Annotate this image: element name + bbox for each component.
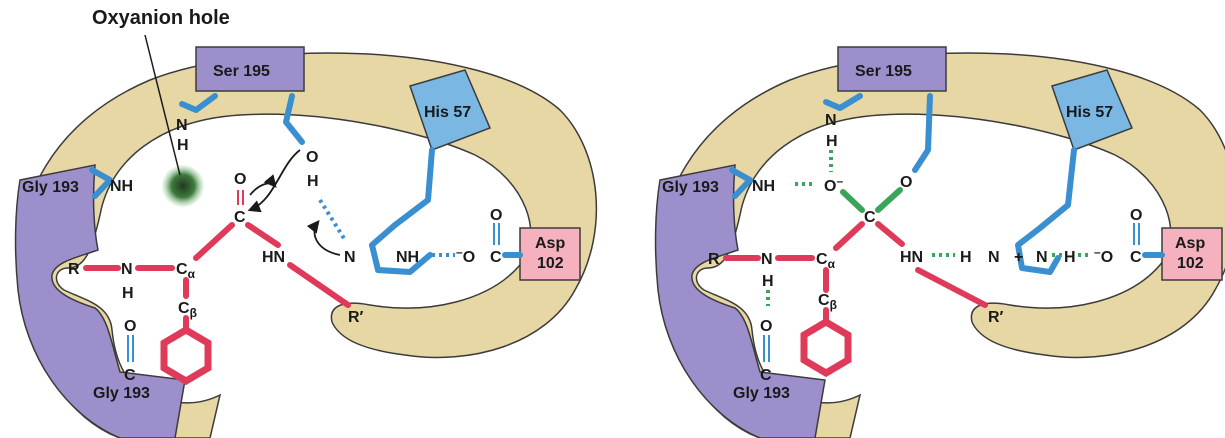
asp-box-left (519, 227, 581, 281)
ser-box-left (195, 46, 305, 92)
ser-o-atom-right: O (900, 174, 912, 191)
left-panel: Oxyanion hole Ser 195 His 57 Gly 193 Gly… (14, 7, 598, 438)
phenyl-ring-left (160, 325, 212, 386)
his-nh-atom-left: NH (396, 249, 419, 266)
ser-h-atom-left: H (177, 137, 189, 154)
asp-label-line2-left: 102 (537, 255, 564, 272)
oxyanion-hole-marker (162, 165, 204, 207)
ser-nh-link-left (179, 93, 218, 113)
sub-h-atom-right: H (762, 273, 774, 290)
cbeta-atom-right: Cβ (818, 292, 837, 312)
rprime-atom-left: R′ (348, 309, 364, 326)
his-box-left (409, 69, 491, 151)
rprime-atom-right: R′ (988, 309, 1004, 326)
gly-o-atom-left: O (124, 318, 136, 335)
his-label-right: His 57 (1066, 104, 1113, 121)
gly-c-atom-left: C (124, 367, 136, 384)
his-imidazole-left (369, 147, 435, 275)
hn-rprime-bond-right (915, 267, 988, 308)
oxyanion-pointer (144, 34, 181, 176)
hn-rprime-bond-left (287, 262, 351, 308)
asp-o-minus-left: –O (456, 245, 475, 266)
gly-nh-link-left (89, 167, 113, 199)
ser-h2-atom-left: H (307, 173, 319, 190)
ser-n-atom-right: N (825, 112, 837, 129)
his-label-left: His 57 (424, 104, 471, 121)
gly-bottom-label-left: Gly 193 (93, 385, 150, 402)
asp-c-atom-left: C (490, 249, 502, 266)
gly-nh-link-right (729, 167, 753, 199)
gly-o-atom-right: O (760, 318, 772, 335)
right-panel: Ser 195 His 57 Gly 193 Gly 193 Asp 102 N… (654, 46, 1225, 438)
title-oxyanion-hole: Oxyanion hole (92, 7, 230, 29)
carbonyl-o-atom-left: O (234, 171, 246, 188)
r-atom-left: R (68, 261, 80, 278)
cbeta-atom-left: Cβ (178, 300, 197, 320)
electron-arrow-1 (247, 149, 301, 213)
sub-n-atom-right: N (761, 251, 773, 268)
enzyme-body-left (17, 52, 598, 438)
c-hn-bond-right (875, 221, 905, 247)
sub-n-atom-left: N (121, 261, 133, 278)
his-n1-atom-right: N (988, 249, 1000, 266)
gly-nh-atom-right: NH (752, 178, 775, 195)
tetrahedral-c-atom-right: C (864, 209, 876, 226)
asp-c-atom-right: C (1130, 249, 1142, 266)
asp-o-minus-right: –O (1094, 245, 1113, 266)
asp-label-line2-right: 102 (1177, 255, 1204, 272)
c-o-minus-bond-right (840, 189, 865, 213)
ser-label-right: Ser 195 (855, 63, 912, 80)
his-box-right (1051, 69, 1133, 151)
his-h2-atom-right: H (1064, 249, 1076, 266)
oxyanion-o-atom-right: O– (824, 174, 843, 195)
gly-side-label-right: Gly 193 (662, 179, 719, 196)
his-n2-atom-right: N (1036, 249, 1048, 266)
calpha-atom-left: Cα (176, 261, 196, 281)
ser-n-atom-left: N (176, 117, 188, 134)
his-n1-atom-left: N (344, 249, 356, 266)
asp-o-atom-left: O (490, 207, 502, 224)
calpha-c-bond-left (193, 222, 235, 261)
hn-atom-right: HN (900, 249, 923, 266)
gly-nh-atom-left: NH (110, 178, 133, 195)
ser-nh-link-right (823, 93, 863, 111)
phenyl-ring-right (800, 317, 852, 378)
ser-o-link-right (912, 93, 933, 173)
r-atom-right: R (708, 251, 720, 268)
c-hn-bond-left (245, 222, 281, 248)
his-hbond-left (318, 198, 347, 242)
gly-c-atom-right: C (760, 367, 772, 384)
ser-oh-link-left (283, 93, 305, 145)
enzyme-body-right (657, 52, 1225, 438)
ser-label-left: Ser 195 (213, 63, 270, 80)
asp-label-line1-right: Asp (1175, 235, 1205, 252)
his-imidazole-right (1015, 147, 1077, 275)
his-h-atom-right: H (960, 249, 972, 266)
carbonyl-c-atom-left: C (234, 209, 246, 226)
gly-bottom-label-right: Gly 193 (733, 385, 790, 402)
gly-region-right (654, 164, 826, 438)
asp-box-right (1161, 227, 1223, 281)
asp-label-line1-left: Asp (535, 235, 565, 252)
gly-region-left (14, 164, 186, 438)
electron-arrow-3 (306, 220, 341, 256)
his-plus-right: + (1014, 249, 1023, 266)
calpha-c-bond-right (833, 221, 865, 251)
sub-h-atom-left: H (122, 285, 134, 302)
c-ser-o-bond-right (875, 187, 903, 213)
calpha-atom-right: Cα (816, 251, 836, 271)
ser-box-right (837, 46, 947, 92)
hn-atom-left: HN (262, 249, 285, 266)
ser-h-atom-right: H (826, 133, 838, 150)
asp-o-atom-right: O (1130, 207, 1142, 224)
ser-o-atom-left: O (306, 149, 318, 166)
gly-side-label-left: Gly 193 (22, 179, 79, 196)
electron-arrow-2 (249, 174, 277, 196)
